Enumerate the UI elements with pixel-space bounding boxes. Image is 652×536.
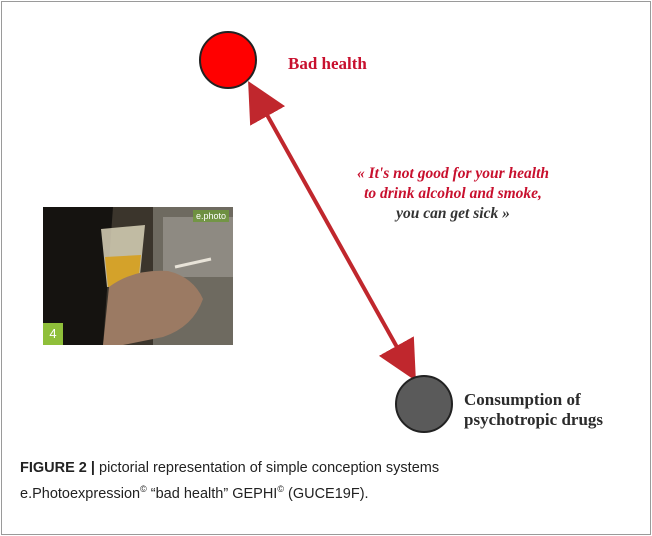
photo-card: e.photo 4 — [43, 207, 233, 345]
quote-line-2: to drink alcohol and smoke, — [364, 185, 542, 202]
caption-part2-c: (GUCE19F). — [283, 485, 369, 502]
relation-edge — [248, 81, 416, 381]
caption-part2-a: e.Photoexpression — [20, 485, 141, 502]
photo-brand-badge: e.photo — [192, 210, 229, 222]
photo-number-badge: 4 — [43, 323, 63, 345]
quote-annotation: « It's not good for your health to drink… — [320, 164, 586, 224]
network-diagram — [199, 31, 453, 433]
consumption-node — [395, 375, 453, 433]
diagram-panel: Bad health Consumption of psychotropic d… — [2, 2, 650, 436]
bad-health-label: Bad health — [288, 54, 367, 73]
quote-line-3: you can get sick » — [396, 205, 510, 222]
figure-caption: FIGURE 2 | pictorial representation of s… — [20, 458, 632, 505]
consumption-label-line1: Consumption of — [464, 390, 581, 409]
caption-part2-b: “bad health” GEPHI — [146, 485, 278, 502]
photo-image — [43, 207, 233, 345]
caption-line1: pictorial representation of simple conce… — [99, 460, 440, 476]
bad-health-node — [199, 31, 257, 89]
caption-label: FIGURE 2 | — [20, 460, 95, 476]
quote-line-1: « It's not good for your health — [356, 165, 550, 182]
consumption-label: Consumption of psychotropic drugs — [464, 390, 603, 430]
caption-copyright-1: © — [140, 484, 147, 494]
consumption-label-line2: psychotropic drugs — [464, 410, 604, 429]
caption-copyright-2: © — [277, 484, 284, 494]
